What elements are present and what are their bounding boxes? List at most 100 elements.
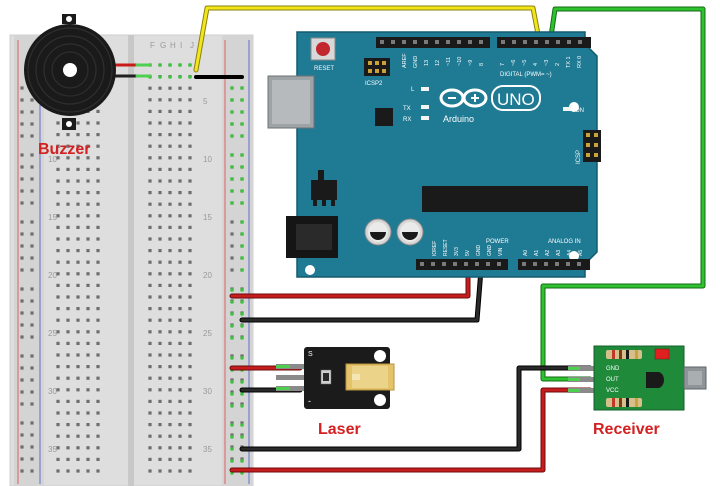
breadboard-rail-hole <box>230 445 234 449</box>
breadboard-hole <box>188 121 192 125</box>
breadboard-hole <box>66 272 70 276</box>
breadboard-hole <box>148 214 152 218</box>
row-number: 20 <box>48 271 57 280</box>
breadboard-hole <box>148 98 152 102</box>
breadboard-rail-hole <box>30 256 34 260</box>
breadboard-hole <box>188 469 192 473</box>
pin-label: ~3 <box>544 60 550 66</box>
breadboard-hole <box>168 167 172 171</box>
breadboard-rail-hole <box>20 189 24 193</box>
breadboard-hole <box>168 469 172 473</box>
breadboard-rail-hole <box>30 311 34 315</box>
breadboard-hole <box>178 365 182 369</box>
breadboard-hole <box>178 283 182 287</box>
breadboard-hole <box>56 272 60 276</box>
breadboard-hole <box>66 133 70 137</box>
breadboard-hole <box>148 121 152 125</box>
breadboard-rail-hole <box>20 311 24 315</box>
breadboard-hole <box>56 156 60 160</box>
breadboard-hole <box>86 469 90 473</box>
breadboard-hole <box>178 191 182 195</box>
atmega-chip <box>422 186 588 212</box>
breadboard-hole <box>188 237 192 241</box>
power-header <box>416 259 508 270</box>
col-letter: I <box>180 41 182 50</box>
col-letter: H <box>170 41 176 50</box>
breadboard-column-letters: F G H I J <box>150 41 194 50</box>
row-number: 10 <box>48 155 57 164</box>
breadboard-rail-hole <box>230 421 234 425</box>
analog-pin-labels: A0 A1 A2 A3 A4 A5 <box>523 250 584 256</box>
breadboard-rail-hole <box>230 402 234 406</box>
breadboard-hole <box>178 411 182 415</box>
pin-label: A4 <box>567 250 573 256</box>
breadboard-hole <box>56 469 60 473</box>
breadboard-hole <box>158 376 162 380</box>
breadboard-hole <box>56 167 60 171</box>
breadboard-hole <box>86 434 90 438</box>
power-header-label: POWER <box>486 239 509 245</box>
breadboard-hole <box>168 411 172 415</box>
breadboard-hole <box>86 225 90 229</box>
breadboard-hole <box>76 423 80 427</box>
row-number: 15 <box>48 213 57 222</box>
breadboard-hole <box>56 411 60 415</box>
breadboard-hole <box>148 202 152 206</box>
breadboard-hole <box>178 249 182 253</box>
breadboard-hole <box>96 167 100 171</box>
breadboard-hole <box>66 260 70 264</box>
breadboard-hole <box>56 307 60 311</box>
pin-label: VIN <box>498 247 504 256</box>
breadboard-hole <box>96 388 100 392</box>
breadboard-rail-hole <box>20 433 24 437</box>
breadboard-hole <box>158 457 162 461</box>
breadboard-hole <box>178 399 182 403</box>
breadboard-hole <box>66 307 70 311</box>
breadboard-hole <box>56 376 60 380</box>
breadboard-rail-hole <box>30 189 34 193</box>
breadboard-hole <box>86 156 90 160</box>
breadboard-rail-hole <box>20 122 24 126</box>
breadboard-hole <box>96 237 100 241</box>
breadboard-rail-hole <box>30 153 34 157</box>
receiver-vcc-label: VCC <box>606 388 619 394</box>
breadboard-hole <box>148 469 152 473</box>
breadboard-hole <box>188 318 192 322</box>
col-letter: F <box>150 41 155 50</box>
analog-header-label: ANALOG IN <box>548 239 581 245</box>
breadboard-rail-hole <box>20 457 24 461</box>
breadboard-hole <box>76 260 80 264</box>
breadboard-hole <box>96 295 100 299</box>
breadboard-rail-hole <box>230 244 234 248</box>
breadboard-hole <box>168 307 172 311</box>
breadboard-hole <box>158 167 162 171</box>
breadboard-hole <box>158 318 162 322</box>
breadboard-rail-hole <box>30 268 34 272</box>
breadboard-hole <box>168 446 172 450</box>
breadboard-hole <box>158 156 162 160</box>
breadboard-rail-hole <box>20 421 24 425</box>
breadboard-hole <box>56 330 60 334</box>
breadboard-hole <box>96 109 100 113</box>
breadboard-rail-hole <box>230 354 234 358</box>
breadboard-hole <box>188 434 192 438</box>
breadboard-rail-hole <box>230 390 234 394</box>
breadboard-hole <box>178 318 182 322</box>
breadboard-hole <box>158 295 162 299</box>
pin-label: 7 <box>500 63 506 66</box>
row-number: 15 <box>203 213 212 222</box>
breadboard-hole <box>96 260 100 264</box>
breadboard-hole <box>96 365 100 369</box>
breadboard-hole <box>148 295 152 299</box>
breadboard-hole <box>188 109 192 113</box>
row-number: 25 <box>48 329 57 338</box>
breadboard-hole <box>178 353 182 357</box>
breadboard-hole <box>188 423 192 427</box>
breadboard-hole <box>158 353 162 357</box>
breadboard-hole <box>96 202 100 206</box>
breadboard-hole <box>178 330 182 334</box>
breadboard-hole <box>148 260 152 264</box>
breadboard-hole <box>86 260 90 264</box>
pin-label: 4 <box>533 63 539 66</box>
col-letter: G <box>160 41 166 50</box>
